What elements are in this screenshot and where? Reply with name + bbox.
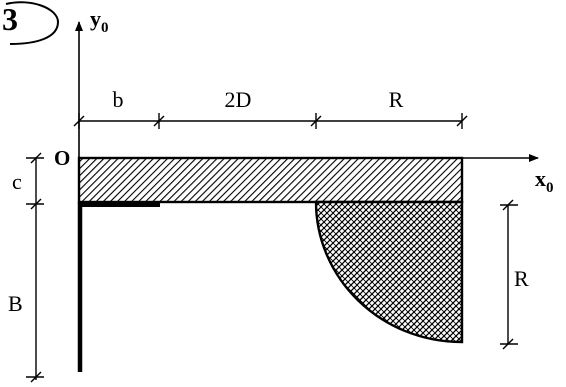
top-dimension-line [73, 113, 468, 129]
x-axis-label: x0 [535, 166, 554, 196]
left-dimension-line [26, 152, 44, 383]
dim-label-r-right: R [514, 266, 529, 291]
dim-label-c: c [12, 169, 22, 194]
origin-label: O [54, 146, 70, 170]
dim-label-r-top: R [389, 87, 404, 112]
dim-label-2d: 2D [225, 87, 252, 112]
dim-label-b: b [113, 87, 124, 112]
figure-number: 3 [2, 1, 18, 37]
hatched-top-flange [77, 156, 464, 204]
y-axis-label: y0 [90, 6, 109, 36]
right-dimension-line [500, 199, 518, 350]
figure-number-badge: 3 [2, 1, 60, 45]
fillet-region [314, 200, 464, 344]
dim-label-big-b: B [8, 291, 23, 316]
